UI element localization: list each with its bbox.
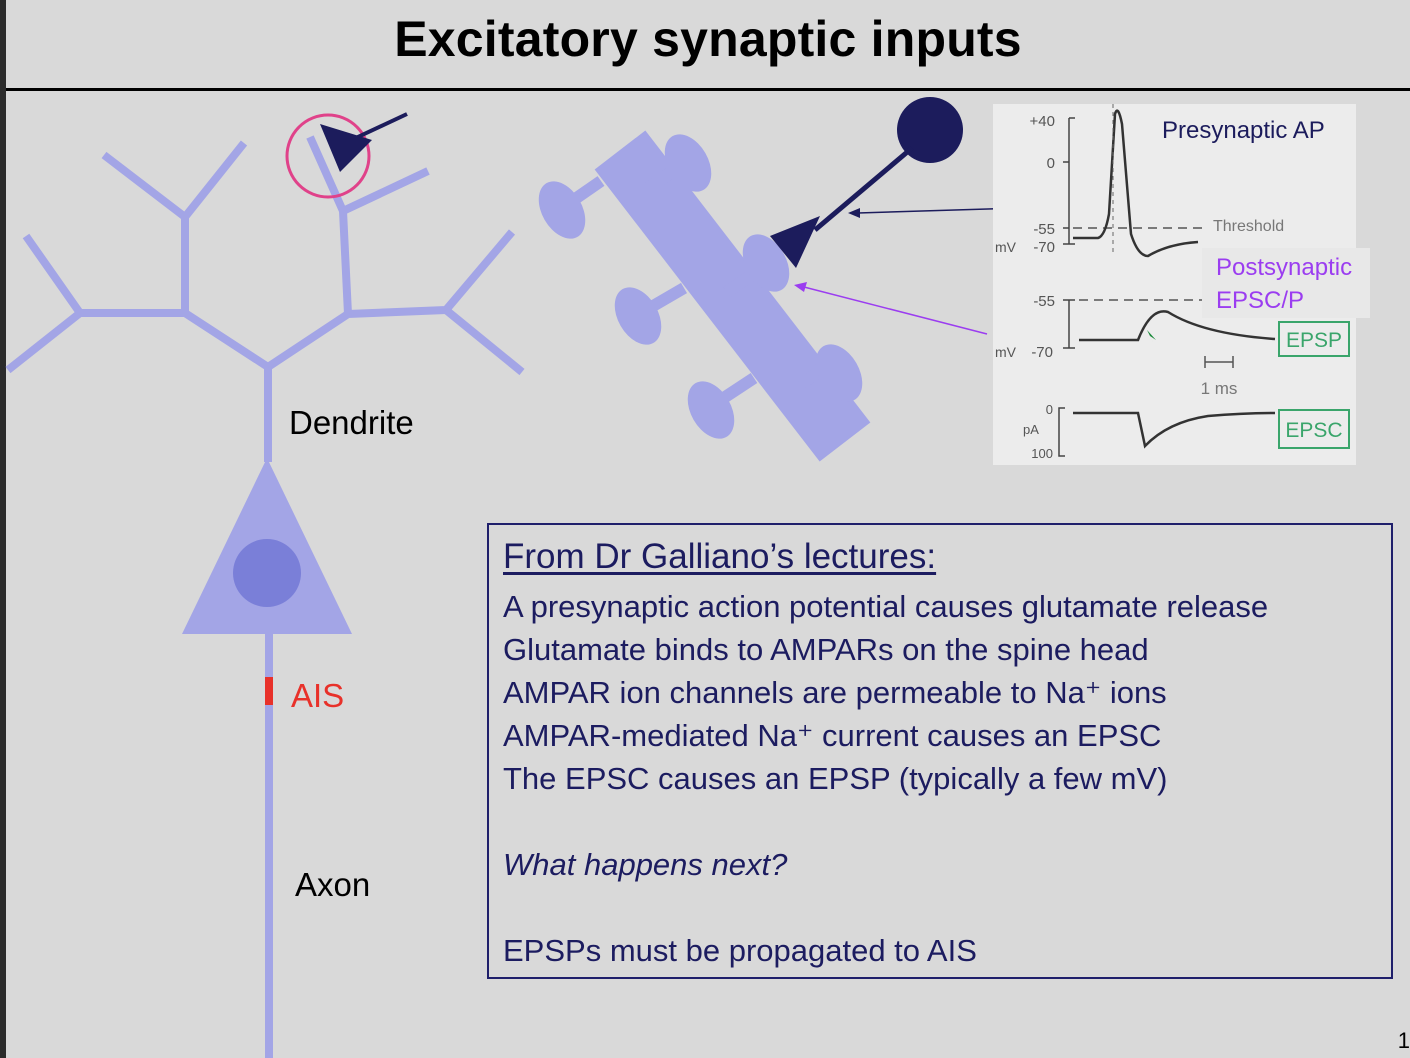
ap-unit: mV	[995, 239, 1017, 255]
notes-answer: EPSPs must be propagated to AIS	[503, 933, 977, 968]
lecture-notes-box: From Dr Galliano’s lectures: A presynapt…	[487, 523, 1393, 979]
epsc-axis: 0 100 pA	[1023, 402, 1065, 461]
epsc-box	[1278, 409, 1350, 449]
notes-line: The EPSC causes an EPSP (typically a few…	[503, 761, 1168, 796]
epsp-trace	[1079, 310, 1276, 342]
slide-title: Excitatory synaptic inputs	[394, 11, 1022, 67]
cursor-icon	[1147, 330, 1156, 342]
dendrite-label: Dendrite	[289, 404, 414, 441]
synapse-highlight-circle	[285, 113, 371, 199]
ais-marker	[265, 677, 273, 705]
epsp-box	[1278, 321, 1350, 357]
neuron-diagram	[5, 97, 1000, 1058]
time-scale-bar: 1 ms	[1201, 356, 1238, 398]
ap-tick-m70: -70	[1033, 239, 1055, 256]
presynaptic-neuron-enlarged	[770, 97, 963, 268]
epsp-tick-m70: -70	[1031, 344, 1053, 361]
postsynaptic-label-line1: Postsynaptic	[1216, 254, 1353, 281]
ap-axis: +40 0 -55 -70 mV	[995, 113, 1075, 256]
axon	[265, 630, 273, 1058]
epsp-box-label: EPSP	[1286, 329, 1342, 352]
ap-tick-p40: +40	[1030, 113, 1055, 130]
epsp-unit: mV	[995, 344, 1017, 360]
notes-heading: From Dr Galliano’s lectures:	[503, 537, 937, 576]
pointer-arrows	[794, 207, 1000, 335]
notes-spacer	[503, 886, 1377, 929]
nucleus	[233, 539, 301, 607]
epsc-tick-0: 0	[1046, 402, 1053, 417]
epsc-trace	[1073, 411, 1276, 449]
epsp-tick-m55: -55	[1033, 293, 1055, 310]
action-potential-trace	[1073, 109, 1199, 258]
scale-bar-label: 1 ms	[1201, 379, 1238, 398]
epsc-box-label: EPSC	[1285, 419, 1342, 442]
ap-tick-0: 0	[1047, 155, 1055, 172]
epsp-axis: -55 -70 mV	[995, 293, 1075, 361]
axon-label: Axon	[295, 866, 371, 903]
dendritic-tree	[5, 135, 525, 462]
notes-spacer	[503, 800, 1377, 843]
window-edge	[0, 0, 6, 1058]
title-divider	[6, 88, 1410, 91]
postsynaptic-label-line2: EPSC/P	[1216, 287, 1305, 314]
page-number: 1	[1397, 1028, 1410, 1053]
ais-label: AIS	[291, 677, 345, 714]
epsc-tick-100: 100	[1031, 446, 1053, 461]
notes-question: What happens next?	[503, 847, 788, 882]
notes-line: A presynaptic action potential causes gl…	[503, 589, 1269, 624]
threshold-label: Threshold	[1213, 218, 1284, 235]
postsynaptic-label-bg	[1202, 248, 1370, 318]
epsc-unit: pA	[1023, 422, 1039, 437]
small-presynaptic-terminal	[320, 112, 408, 172]
notes-line: AMPAR-mediated Na⁺ current causes an EPS…	[503, 718, 1162, 753]
notes-line: AMPAR ion channels are permeable to Na⁺ …	[503, 675, 1167, 710]
ap-tick-m55: -55	[1033, 221, 1055, 238]
dendrite-segment-enlarged	[538, 130, 871, 462]
notes-line: Glutamate binds to AMPARs on the spine h…	[503, 632, 1149, 667]
presynaptic-ap-label: Presynaptic AP	[1162, 117, 1325, 144]
